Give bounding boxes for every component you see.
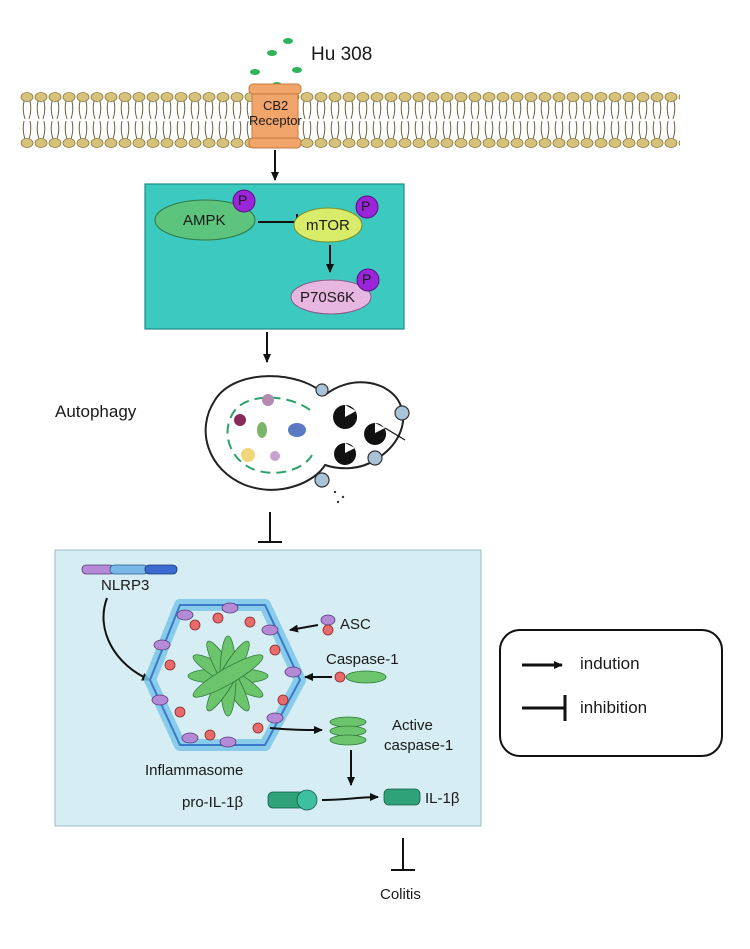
cb2-label: CB2 — [263, 98, 289, 113]
cb2-receptor — [248, 83, 302, 149]
caspase1-label: Caspase-1 — [326, 651, 399, 668]
inflammasome-panel — [54, 549, 482, 827]
asc-label: ASC — [340, 616, 371, 633]
pro-il1b-molecule — [267, 789, 318, 811]
ampk-label: AMPK — [183, 212, 226, 229]
receptor-label: Receptor — [249, 113, 302, 128]
p70s6k-phospho — [356, 268, 380, 292]
ampk-phospho — [232, 189, 256, 213]
active-caspase1-molecule — [329, 716, 367, 746]
asc-molecule — [320, 614, 336, 636]
cell-membrane — [20, 92, 680, 148]
hu308-ligand-dots — [250, 38, 302, 88]
ampk-node — [154, 199, 256, 241]
colitis-label: Colitis — [380, 886, 421, 903]
mtor-label: mTOR — [306, 217, 350, 234]
legend-induction-label: indution — [580, 654, 640, 673]
arrow-inflammasome-to-active-caspase — [269, 725, 323, 734]
mtor-node — [293, 207, 363, 243]
nlrp3-label: NLRP3 — [101, 577, 150, 594]
pro-il1b-label: pro-IL-1β — [182, 794, 244, 811]
inflammasome-complex — [144, 599, 306, 751]
legend-box — [499, 629, 723, 757]
p70s6k-phospho-label: P — [362, 271, 372, 287]
nlrp3-molecule — [81, 564, 178, 575]
il1b-molecule — [383, 788, 421, 806]
arrow-nlrp3-to-inflammasome — [102, 597, 151, 681]
inflammasome-label: Inflammasome — [145, 762, 244, 779]
autophagy-label: Autophagy — [55, 402, 137, 421]
p70s6k-node — [290, 279, 372, 315]
p70s6k-label: P70S6K — [300, 289, 356, 306]
autophagosome-illustration — [204, 375, 410, 504]
active-caspase-label: caspase-1 — [384, 737, 454, 754]
legend-inhibition-label: inhibition — [580, 698, 648, 717]
arrow-pro-il1b-to-il1b — [321, 793, 379, 802]
caspase1-molecule — [334, 670, 387, 684]
hu308-label: Hu 308 — [311, 44, 373, 65]
arrow-asc-to-inflammasome — [289, 624, 319, 633]
il1b-label: IL-1β — [425, 790, 460, 807]
active-label: Active — [392, 717, 433, 734]
mtor-phospho — [355, 195, 379, 219]
mtor-phospho-label: P — [361, 198, 371, 214]
ampk-phospho-label: P — [238, 192, 248, 208]
